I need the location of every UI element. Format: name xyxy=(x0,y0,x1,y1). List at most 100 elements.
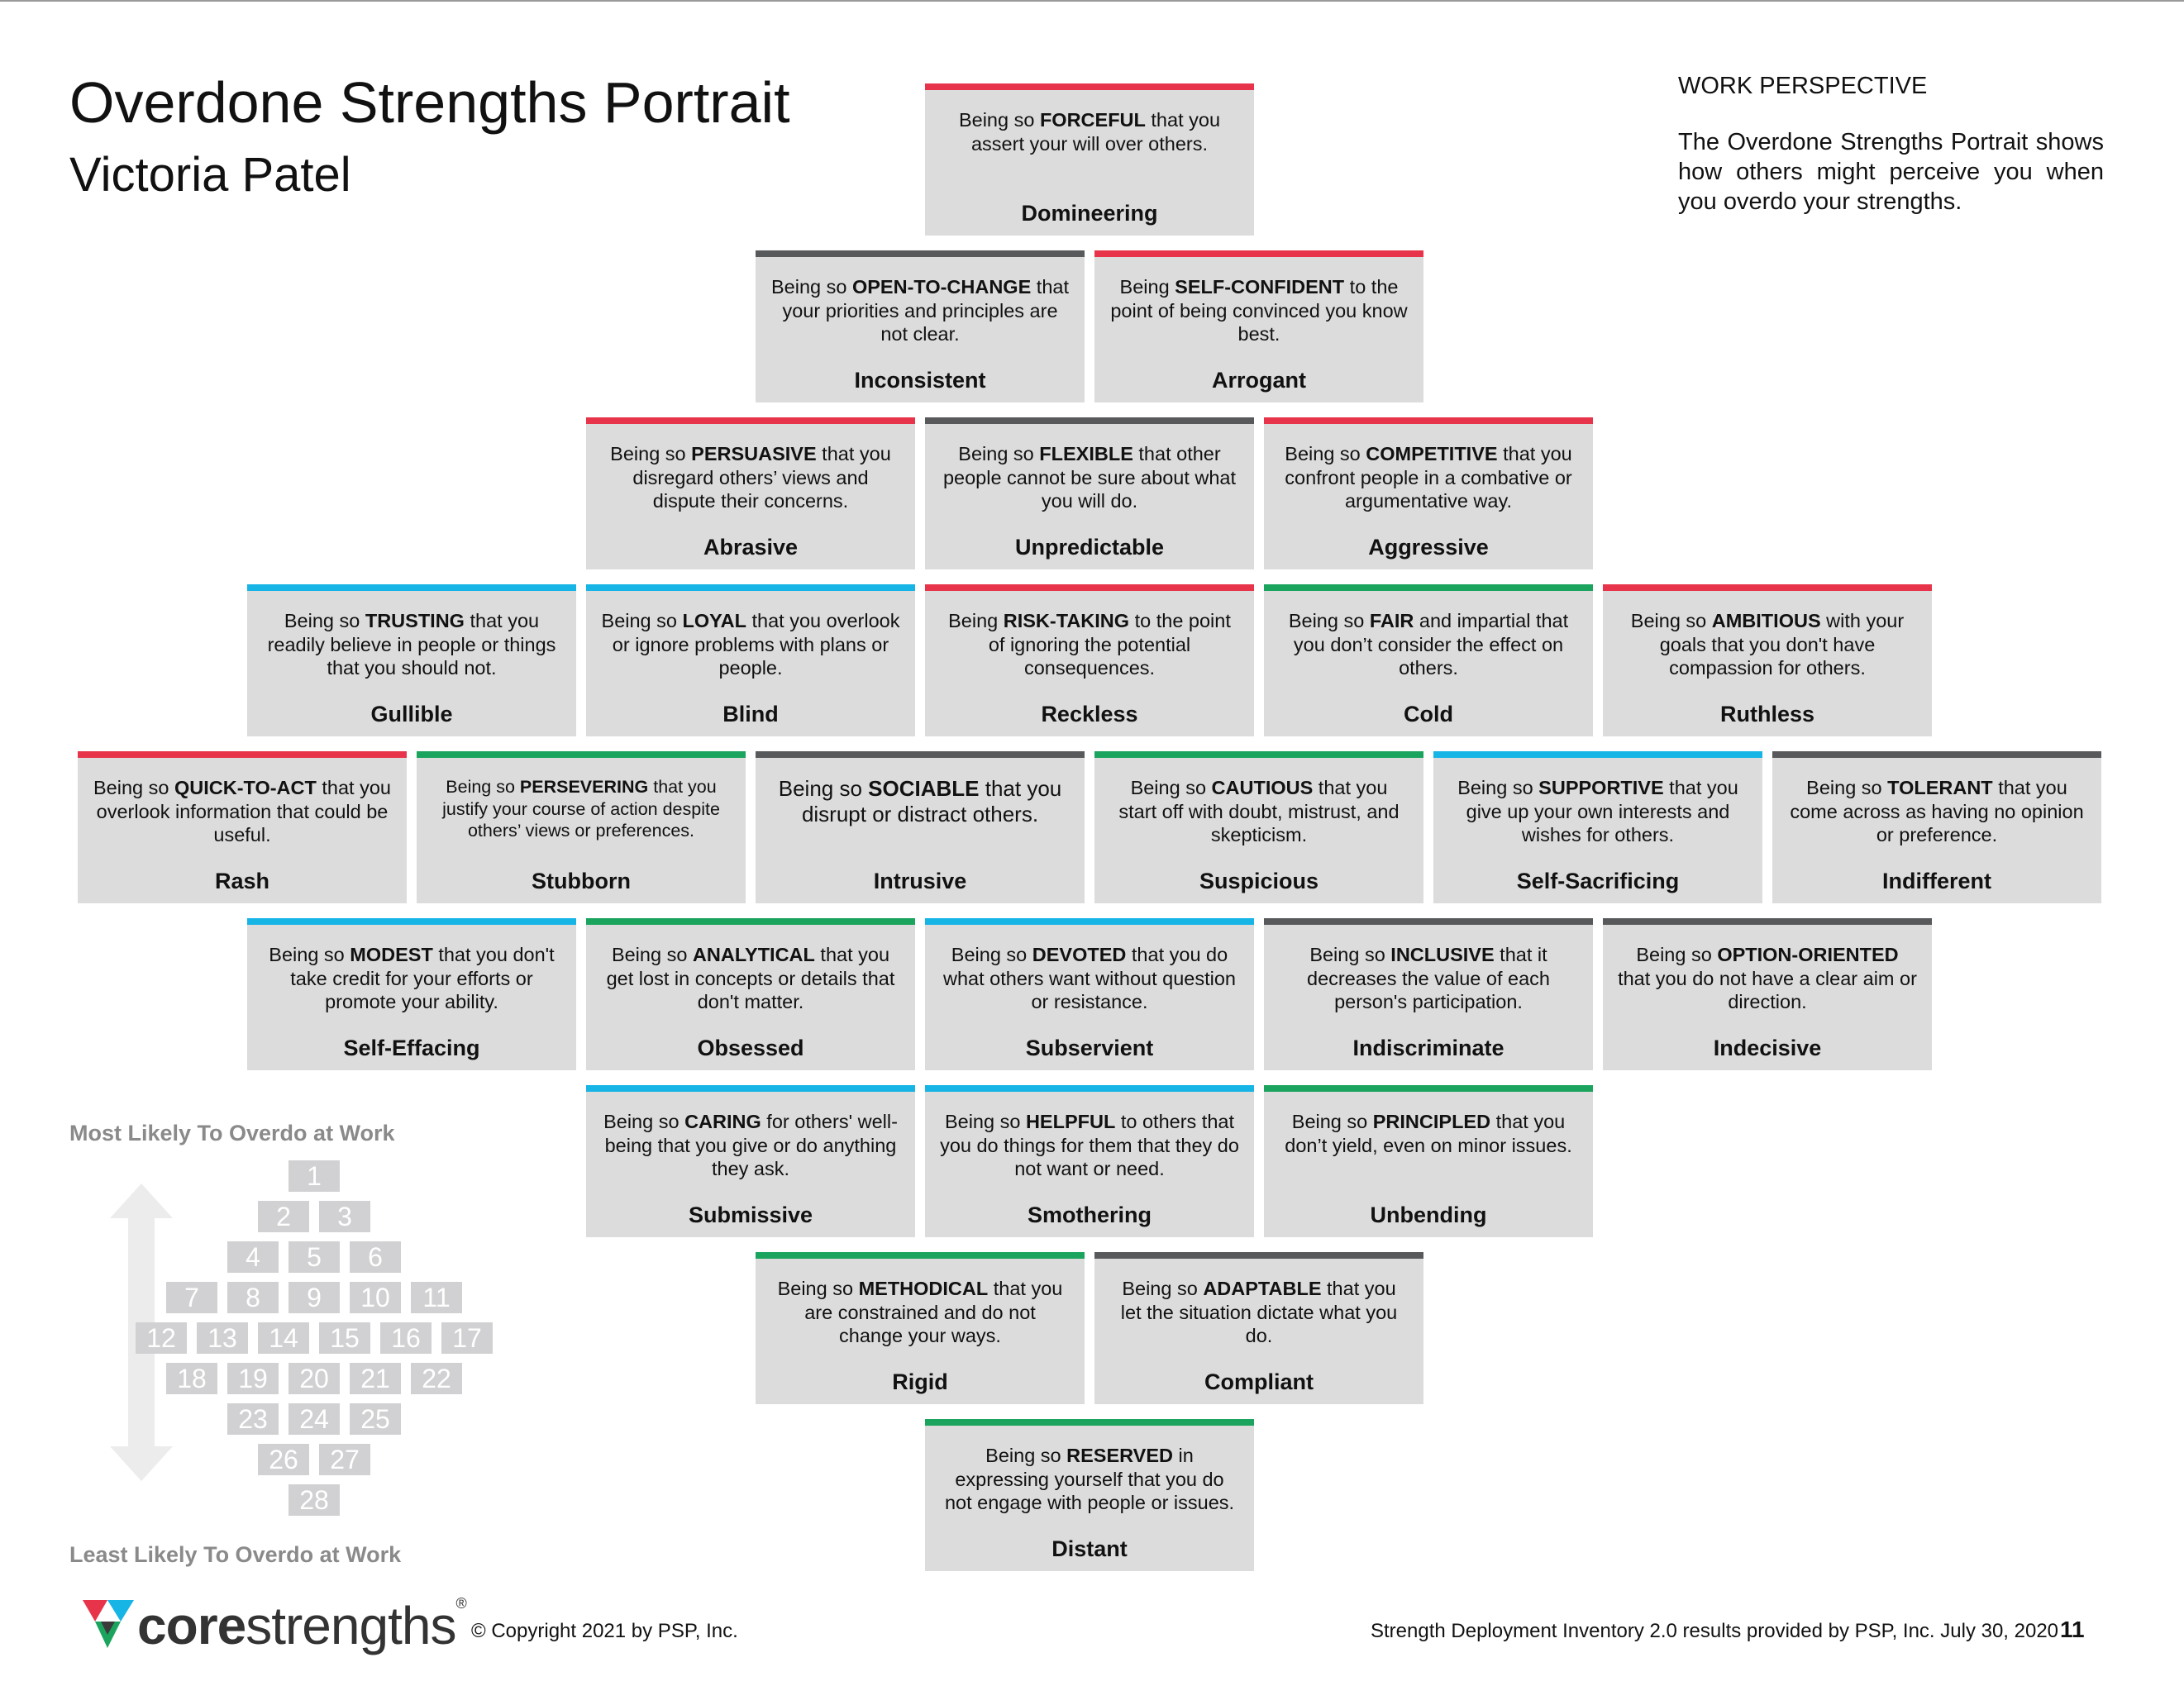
card-description-suffix: that you don't take credit for your effo… xyxy=(290,944,555,1012)
strength-card-arrogant: Being SELF-CONFIDENT to the point of bei… xyxy=(1094,250,1423,402)
card-description-prefix: Being so xyxy=(601,610,683,631)
card-description-prefix: Being so xyxy=(777,1278,859,1299)
card-overdone-label: Domineering xyxy=(1021,201,1158,226)
rank-cell-12: 12 xyxy=(136,1322,187,1354)
card-overdone-label: Unbending xyxy=(1370,1203,1487,1227)
strength-card-self-sacrificing: Being so SUPPORTIVE that you give up you… xyxy=(1433,751,1762,903)
card-description-prefix: Being so xyxy=(1130,777,1212,798)
strength-card-smothering: Being so HELPFUL to others that you do t… xyxy=(925,1085,1254,1237)
card-description: Being so LOYAL that you overlook or igno… xyxy=(601,609,900,680)
card-strength-keyword: CAUTIOUS xyxy=(1211,777,1314,798)
card-strength-keyword: PERSEVERING xyxy=(519,777,649,797)
rank-cell-22: 22 xyxy=(411,1363,462,1394)
card-overdone-label: Intrusive xyxy=(873,869,967,893)
rank-cell-3: 3 xyxy=(319,1201,370,1232)
card-strength-keyword: LOYAL xyxy=(682,610,746,631)
card-description: Being so INCLUSIVE that it decreases the… xyxy=(1279,943,1578,1014)
card-description-suffix: that you assert your will over others. xyxy=(970,109,1221,155)
card-description-prefix: Being so xyxy=(1122,1278,1204,1299)
rank-cell-13: 13 xyxy=(197,1322,248,1354)
copyright: © Copyright 2021 by PSP, Inc. xyxy=(471,1620,738,1642)
card-overdone-label: Submissive xyxy=(688,1203,813,1227)
card-description: Being so FAIR and impartial that you don… xyxy=(1279,609,1578,680)
card-description-suffix: in expressing yourself that you do not e… xyxy=(944,1445,1235,1513)
strength-card-obsessed: Being so ANALYTICAL that you get lost in… xyxy=(586,918,915,1070)
card-description-prefix: Being so xyxy=(958,109,1040,131)
card-overdone-label: Stubborn xyxy=(532,869,631,893)
rank-cell-18: 18 xyxy=(166,1363,217,1394)
card-strength-keyword: PERSUASIVE xyxy=(691,443,817,464)
card-description-suffix: that you get lost in concepts or details… xyxy=(606,944,895,1012)
card-description: Being so TOLERANT that you come across a… xyxy=(1787,776,2086,847)
rank-cell-24: 24 xyxy=(288,1403,340,1435)
card-description-suffix: for others' well-being that you give or … xyxy=(604,1111,898,1179)
rank-cell-21: 21 xyxy=(350,1363,401,1394)
strength-card-reckless: Being RISK-TAKING to the point of ignori… xyxy=(925,584,1254,736)
card-description-suffix: that you confront people in a combative … xyxy=(1285,443,1572,512)
card-description-prefix: Being so xyxy=(958,443,1040,464)
card-strength-keyword: OPTION-ORIENTED xyxy=(1717,944,1899,965)
card-overdone-label: Distant xyxy=(1051,1536,1128,1561)
card-overdone-label: Abrasive xyxy=(703,535,799,560)
rank-cell-19: 19 xyxy=(227,1363,279,1394)
strength-card-inconsistent: Being so OPEN-TO-CHANGE that your priori… xyxy=(756,250,1085,402)
strength-card-indiscriminate: Being so INCLUSIVE that it decreases the… xyxy=(1264,918,1593,1070)
strength-card-domineering: Being so FORCEFUL that you assert your w… xyxy=(925,83,1254,236)
legend-least-likely-label: Least Likely To Overdo at Work xyxy=(69,1542,402,1567)
rank-cell-5: 5 xyxy=(288,1241,340,1273)
card-description-prefix: Being so xyxy=(1288,610,1370,631)
card-strength-keyword: ADAPTABLE xyxy=(1203,1278,1322,1299)
strength-card-self-effacing: Being so MODEST that you don't take cred… xyxy=(247,918,576,1070)
card-description: Being so PRINCIPLED that you don’t yield… xyxy=(1279,1110,1578,1157)
card-description: Being so OPEN-TO-CHANGE that your priori… xyxy=(770,275,1070,346)
card-strength-keyword: MODEST xyxy=(350,944,433,965)
work-perspective-label: WORK PERSPECTIVE xyxy=(1678,73,1928,99)
card-strength-keyword: HELPFUL xyxy=(1025,1111,1116,1132)
card-description: Being so RESERVED in expressing yourself… xyxy=(940,1444,1239,1515)
card-description: Being so OPTION-ORIENTED that you do not… xyxy=(1618,943,1917,1014)
rank-cell-1: 1 xyxy=(288,1160,340,1192)
card-description-suffix: that you let the situation dictate what … xyxy=(1120,1278,1398,1346)
logo-strengths: strengths xyxy=(246,1596,456,1655)
card-overdone-label: Rigid xyxy=(892,1369,948,1394)
card-description-suffix: that your priorities and principles are … xyxy=(782,276,1069,345)
rank-cell-27: 27 xyxy=(319,1444,370,1475)
page-title: Overdone Strengths Portrait xyxy=(69,70,790,135)
card-overdone-label: Ruthless xyxy=(1719,702,1815,726)
card-description: Being so QUICK-TO-ACT that you overlook … xyxy=(93,776,392,847)
card-description: Being so FORCEFUL that you assert your w… xyxy=(940,108,1239,155)
card-strength-keyword: FLEXIBLE xyxy=(1039,443,1133,464)
card-description: Being so CARING for others' well-being t… xyxy=(601,1110,900,1181)
card-description-suffix: that you disregard others’ views and dis… xyxy=(632,443,891,512)
strength-card-rigid: Being so METHODICAL that you are constra… xyxy=(756,1252,1085,1404)
work-perspective-description: The Overdone Strengths Portrait shows ho… xyxy=(1678,129,2104,215)
card-strength-keyword: COMPETITIVE xyxy=(1366,443,1498,464)
card-description: Being so FLEXIBLE that other people cann… xyxy=(940,442,1239,513)
strength-card-indifferent: Being so TOLERANT that you come across a… xyxy=(1772,751,2101,903)
card-strength-keyword: SUPPORTIVE xyxy=(1538,777,1664,798)
results-provided-by: Strength Deployment Inventory 2.0 result… xyxy=(1371,1620,2059,1642)
card-description-suffix: that you readily believe in people or th… xyxy=(267,610,556,679)
strength-card-aggressive: Being so COMPETITIVE that you confront p… xyxy=(1264,417,1593,569)
card-strength-keyword: RESERVED xyxy=(1066,1445,1174,1466)
card-strength-keyword: SELF-CONFIDENT xyxy=(1175,276,1345,298)
card-description-prefix: Being so xyxy=(1630,610,1712,631)
card-overdone-label: Indiscriminate xyxy=(1352,1036,1504,1060)
card-description-suffix: with your goals that you don't have comp… xyxy=(1659,610,1905,679)
rank-cell-15: 15 xyxy=(319,1322,370,1354)
card-strength-keyword: RISK-TAKING xyxy=(1003,610,1130,631)
card-description-suffix: that you give up your own interests and … xyxy=(1466,777,1738,845)
rank-cell-2: 2 xyxy=(258,1201,309,1232)
strength-card-submissive: Being so CARING for others' well-being t… xyxy=(586,1085,915,1237)
card-description-suffix: that it decreases the value of each pers… xyxy=(1307,944,1550,1012)
legend-most-likely-label: Most Likely To Overdo at Work xyxy=(69,1121,395,1145)
card-strength-keyword: TOLERANT xyxy=(1887,777,1993,798)
card-description: Being so PERSUASIVE that you disregard o… xyxy=(601,442,900,513)
strength-card-abrasive: Being so PERSUASIVE that you disregard o… xyxy=(586,417,915,569)
rank-cell-10: 10 xyxy=(350,1282,401,1313)
rank-cell-4: 4 xyxy=(227,1241,279,1273)
card-strength-keyword: TRUSTING xyxy=(365,610,465,631)
card-overdone-label: Gullible xyxy=(370,702,453,726)
card-description-suffix: that you come across as having no opinio… xyxy=(1790,777,2084,845)
card-description-suffix: that you disrupt or distract others. xyxy=(801,776,1062,826)
